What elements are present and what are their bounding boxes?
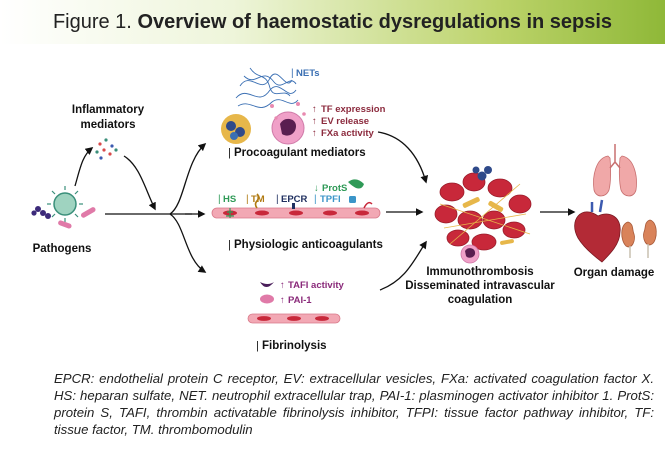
bacteria-chain-icon xyxy=(31,206,51,219)
figure-title: Figure 1. Overview of haemostatic dysreg… xyxy=(0,11,665,34)
tafi-arrow: ↑ xyxy=(280,280,285,291)
thrombus-illustration xyxy=(434,166,532,264)
fibrinolysis-marker: | xyxy=(256,340,259,352)
tafi-label: TAFI activity xyxy=(288,280,344,291)
figure-title-main: Overview of haemostatic dysregulations i… xyxy=(137,11,613,33)
arrow-fibrinolysis-to-thrombus xyxy=(379,240,427,291)
rod-bacteria-icon xyxy=(80,207,96,218)
pathogens-label: Pathogens xyxy=(33,243,92,255)
thrombus-monocyte-icon xyxy=(460,244,480,264)
hs-label: HS xyxy=(223,194,236,205)
sepsis-diagram: Pathogens Inflammatory mediators | NETs … xyxy=(31,67,657,352)
nets-marker: | xyxy=(291,68,294,79)
inflammatory-label-line1: Inflammatory xyxy=(72,104,145,116)
virus-icon xyxy=(47,186,83,222)
protein-s-icon xyxy=(348,179,364,189)
heparan-sulfate-icon xyxy=(226,208,234,218)
dic-label-line1: Disseminated intravascular xyxy=(405,280,555,292)
fibrinolysis-title: Fibrinolysis xyxy=(262,340,327,352)
nets-label: NETs xyxy=(296,68,320,79)
lungs-icon xyxy=(593,144,637,197)
fxa-activity-arrow: ↑ xyxy=(312,128,317,139)
anticoagulants-title: Physiologic anticoagulants xyxy=(234,239,383,251)
tfpi-label: TPFI xyxy=(320,194,341,205)
kidneys-icon xyxy=(621,219,657,258)
pathogens-illustration xyxy=(31,186,96,229)
pai1-label: PAI-1 xyxy=(288,295,312,306)
hs-marker: | xyxy=(218,194,221,205)
tm-marker: | xyxy=(246,194,249,205)
monocyte-icon xyxy=(271,111,305,145)
epcr-receptor-icon xyxy=(292,203,295,209)
epcr-marker: | xyxy=(276,194,279,205)
heart-icon xyxy=(574,199,621,263)
tf-expression-arrow: ↑ xyxy=(312,104,317,115)
tfpi-marker: | xyxy=(314,194,317,205)
figure-title-prefix: Figure 1. xyxy=(52,11,132,33)
tfpi-molecule-icon xyxy=(349,196,356,203)
prots-arrow: ↓ xyxy=(314,183,319,194)
immunothrombosis-label: Immunothrombosis xyxy=(426,266,533,278)
anticoagulants-marker: | xyxy=(228,239,231,251)
procoagulant-marker: | xyxy=(228,147,231,159)
arrow-to-fibrinolysis xyxy=(169,213,207,273)
cytokine-dots-icon xyxy=(95,138,118,160)
neutrophil-icon xyxy=(221,114,251,144)
organ-damage-label: Organ damage xyxy=(574,267,655,279)
arrow-to-procoagulant xyxy=(169,142,207,215)
thrombomodulin-icon xyxy=(254,193,260,209)
arrow-mediators-to-hub xyxy=(123,155,156,211)
prots-label: ProtS xyxy=(322,183,347,194)
ev-release-label: EV release xyxy=(321,116,369,127)
figure-banner xyxy=(0,0,665,44)
inflammatory-label-line2: mediators xyxy=(81,119,136,131)
arrow-pathogens-to-mediators xyxy=(74,147,94,187)
vessel-cells-fibrinolysis xyxy=(257,316,329,321)
procoagulant-title: Procoagulant mediators xyxy=(234,147,366,159)
ev-dots-icon xyxy=(270,102,306,120)
arrow-procoagulant-to-thrombus xyxy=(377,131,429,184)
dic-label-line2: coagulation xyxy=(448,294,513,306)
tf-expression-label: TF expression xyxy=(321,104,386,115)
rod-bacteria-icon xyxy=(58,220,72,229)
pai1-molecule-icon xyxy=(260,294,274,304)
net-strands-icon xyxy=(235,67,299,108)
fxa-activity-label: FXa activity xyxy=(321,128,375,139)
ev-release-arrow: ↑ xyxy=(312,116,317,127)
figure-caption: EPCR: endothelial protein C receptor, EV… xyxy=(54,371,654,437)
endothelial-cells xyxy=(223,210,369,216)
tafi-molecule-icon xyxy=(260,282,274,287)
vessel-curl-icon xyxy=(363,201,373,209)
pai1-arrow: ↑ xyxy=(280,295,285,306)
epcr-label: EPCR xyxy=(281,194,308,205)
